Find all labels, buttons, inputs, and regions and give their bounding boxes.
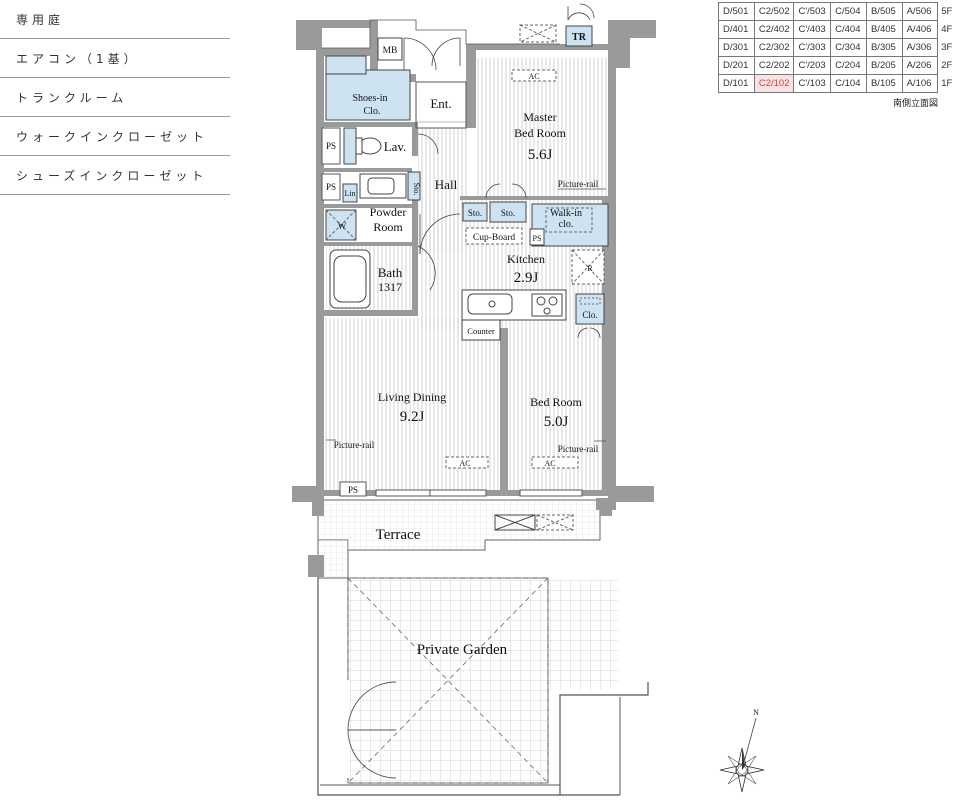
shoes-in-closet: Shoes-in Clo. [325,55,411,121]
private-garden: Private Garden [317,539,649,796]
floor-label: 4F [941,24,953,35]
unit-cell: C/504 [830,2,867,21]
ps-label-4: PS [348,485,358,495]
living-picture-rail: Picture-rail [334,440,375,450]
master-bedroom-size: 5.6J [528,147,553,163]
bath-label: Bath [378,265,403,280]
lavatory-label: Lav. [384,139,407,154]
legend-item-air-conditioner: エアコン（1基） [0,39,230,78]
legend-item-shoes-in-closet: シューズインクローゼット [0,156,230,195]
trunk-room-label: TR [572,32,587,43]
unit-cell: A/206 [901,56,939,75]
master-picture-rail: Picture-rail [558,179,599,189]
walk-in-closet-label-2: clo. [559,219,574,230]
walk-in-closet-label-1: Walk-in [550,208,582,219]
kitchen-size: 2.9J [514,270,539,286]
hall: Sto. Hall [407,171,461,291]
bedroom-label: Bed Room [530,395,582,409]
bath-size-label: 1317 [378,280,402,294]
unit-cell: B/105 [865,74,903,93]
lavatory: PS Lav. [321,127,439,165]
hall-storage-label: Sto. [412,183,421,196]
bedroom-closet-label: Clo. [582,310,597,320]
entrance-label: Ent. [430,96,451,111]
hall-label: Hall [435,177,458,192]
storage-label-1: Sto. [468,208,482,218]
master-ac-label: AC [528,72,539,81]
floor-label: 3F [941,42,953,53]
meter-box-label: MB [383,46,398,56]
master-bedroom-label-1: Master [523,110,556,124]
ps-label-1: PS [326,141,336,151]
terrace: Terrace [308,499,601,579]
walk-in-closet: Sto. Sto. Walk-in clo. PS [462,201,609,247]
floor-label: 1F [941,78,953,89]
bedroom-picture-rail: Picture-rail [558,444,599,454]
entrance: Ent. [415,81,467,129]
unit-cell: A/106 [901,74,939,93]
counter-label: Counter [467,326,495,336]
ps-label-3: PS [533,234,542,243]
living-dining: Living Dining 9.2J Picture-rail AC PS [326,390,489,497]
living-dining-size: 9.2J [400,409,425,425]
terrace-label: Terrace [376,527,421,543]
master-bedroom-label-2: Bed Room [514,126,566,140]
powder-room-label-1: Powder [370,205,407,219]
shoes-in-closet-label-1: Shoes-in [353,93,388,104]
unit-cell: C/104 [830,74,867,93]
elevation-caption: 南側立面図 [893,99,939,109]
legend-item-private-garden: 専用庭 [0,0,230,39]
living-ac-label: AC [459,459,470,468]
meter-box: MB [377,37,461,71]
legend-item-trunk-room: トランクルーム [0,78,230,117]
private-garden-label: Private Garden [417,642,508,658]
unit-cell: D/101 [718,74,755,93]
trunk-room: TR [519,3,595,47]
floor-label: 5F [941,6,953,17]
north-label: N [753,708,759,717]
cup-board-label: Cup-Board [473,233,515,243]
powder-room: PS Lin W Powder Room [321,173,407,241]
refrigerator-label: R [587,264,593,273]
linen-label: Lin [344,189,355,198]
shoes-in-closet-label-2: Clo. [364,106,381,117]
bedroom-size: 5.0J [544,414,569,430]
floor-label: 2F [941,60,953,71]
powder-room-label-2: Room [373,220,403,234]
legend-list: 専用庭 エアコン（1基） トランクルーム ウォークインクローゼット シューズイン… [0,0,230,195]
bedroom-ac-label: AC [544,459,555,468]
legend-item-walk-in-closet: ウォークインクローゼット [0,117,230,156]
unit-cell: C2/102 [753,74,795,93]
living-dining-label: Living Dining [378,390,446,404]
storage-label-2: Sto. [501,208,515,218]
ps-label-2: PS [326,182,336,192]
master-bedroom: AC Master Bed Room 5.6J Picture-rail [485,69,606,199]
kitchen: Cup-Board Kitchen 2.9J R Counter Clo. [461,227,605,341]
washer-label: W [338,221,347,231]
unit-cell: C/304 [830,38,867,57]
compass: N [719,708,765,793]
bedroom: Bed Room 5.0J Picture-rail AC [519,395,606,497]
bathroom: Bath 1317 [329,249,403,309]
kitchen-label: Kitchen [507,252,545,266]
